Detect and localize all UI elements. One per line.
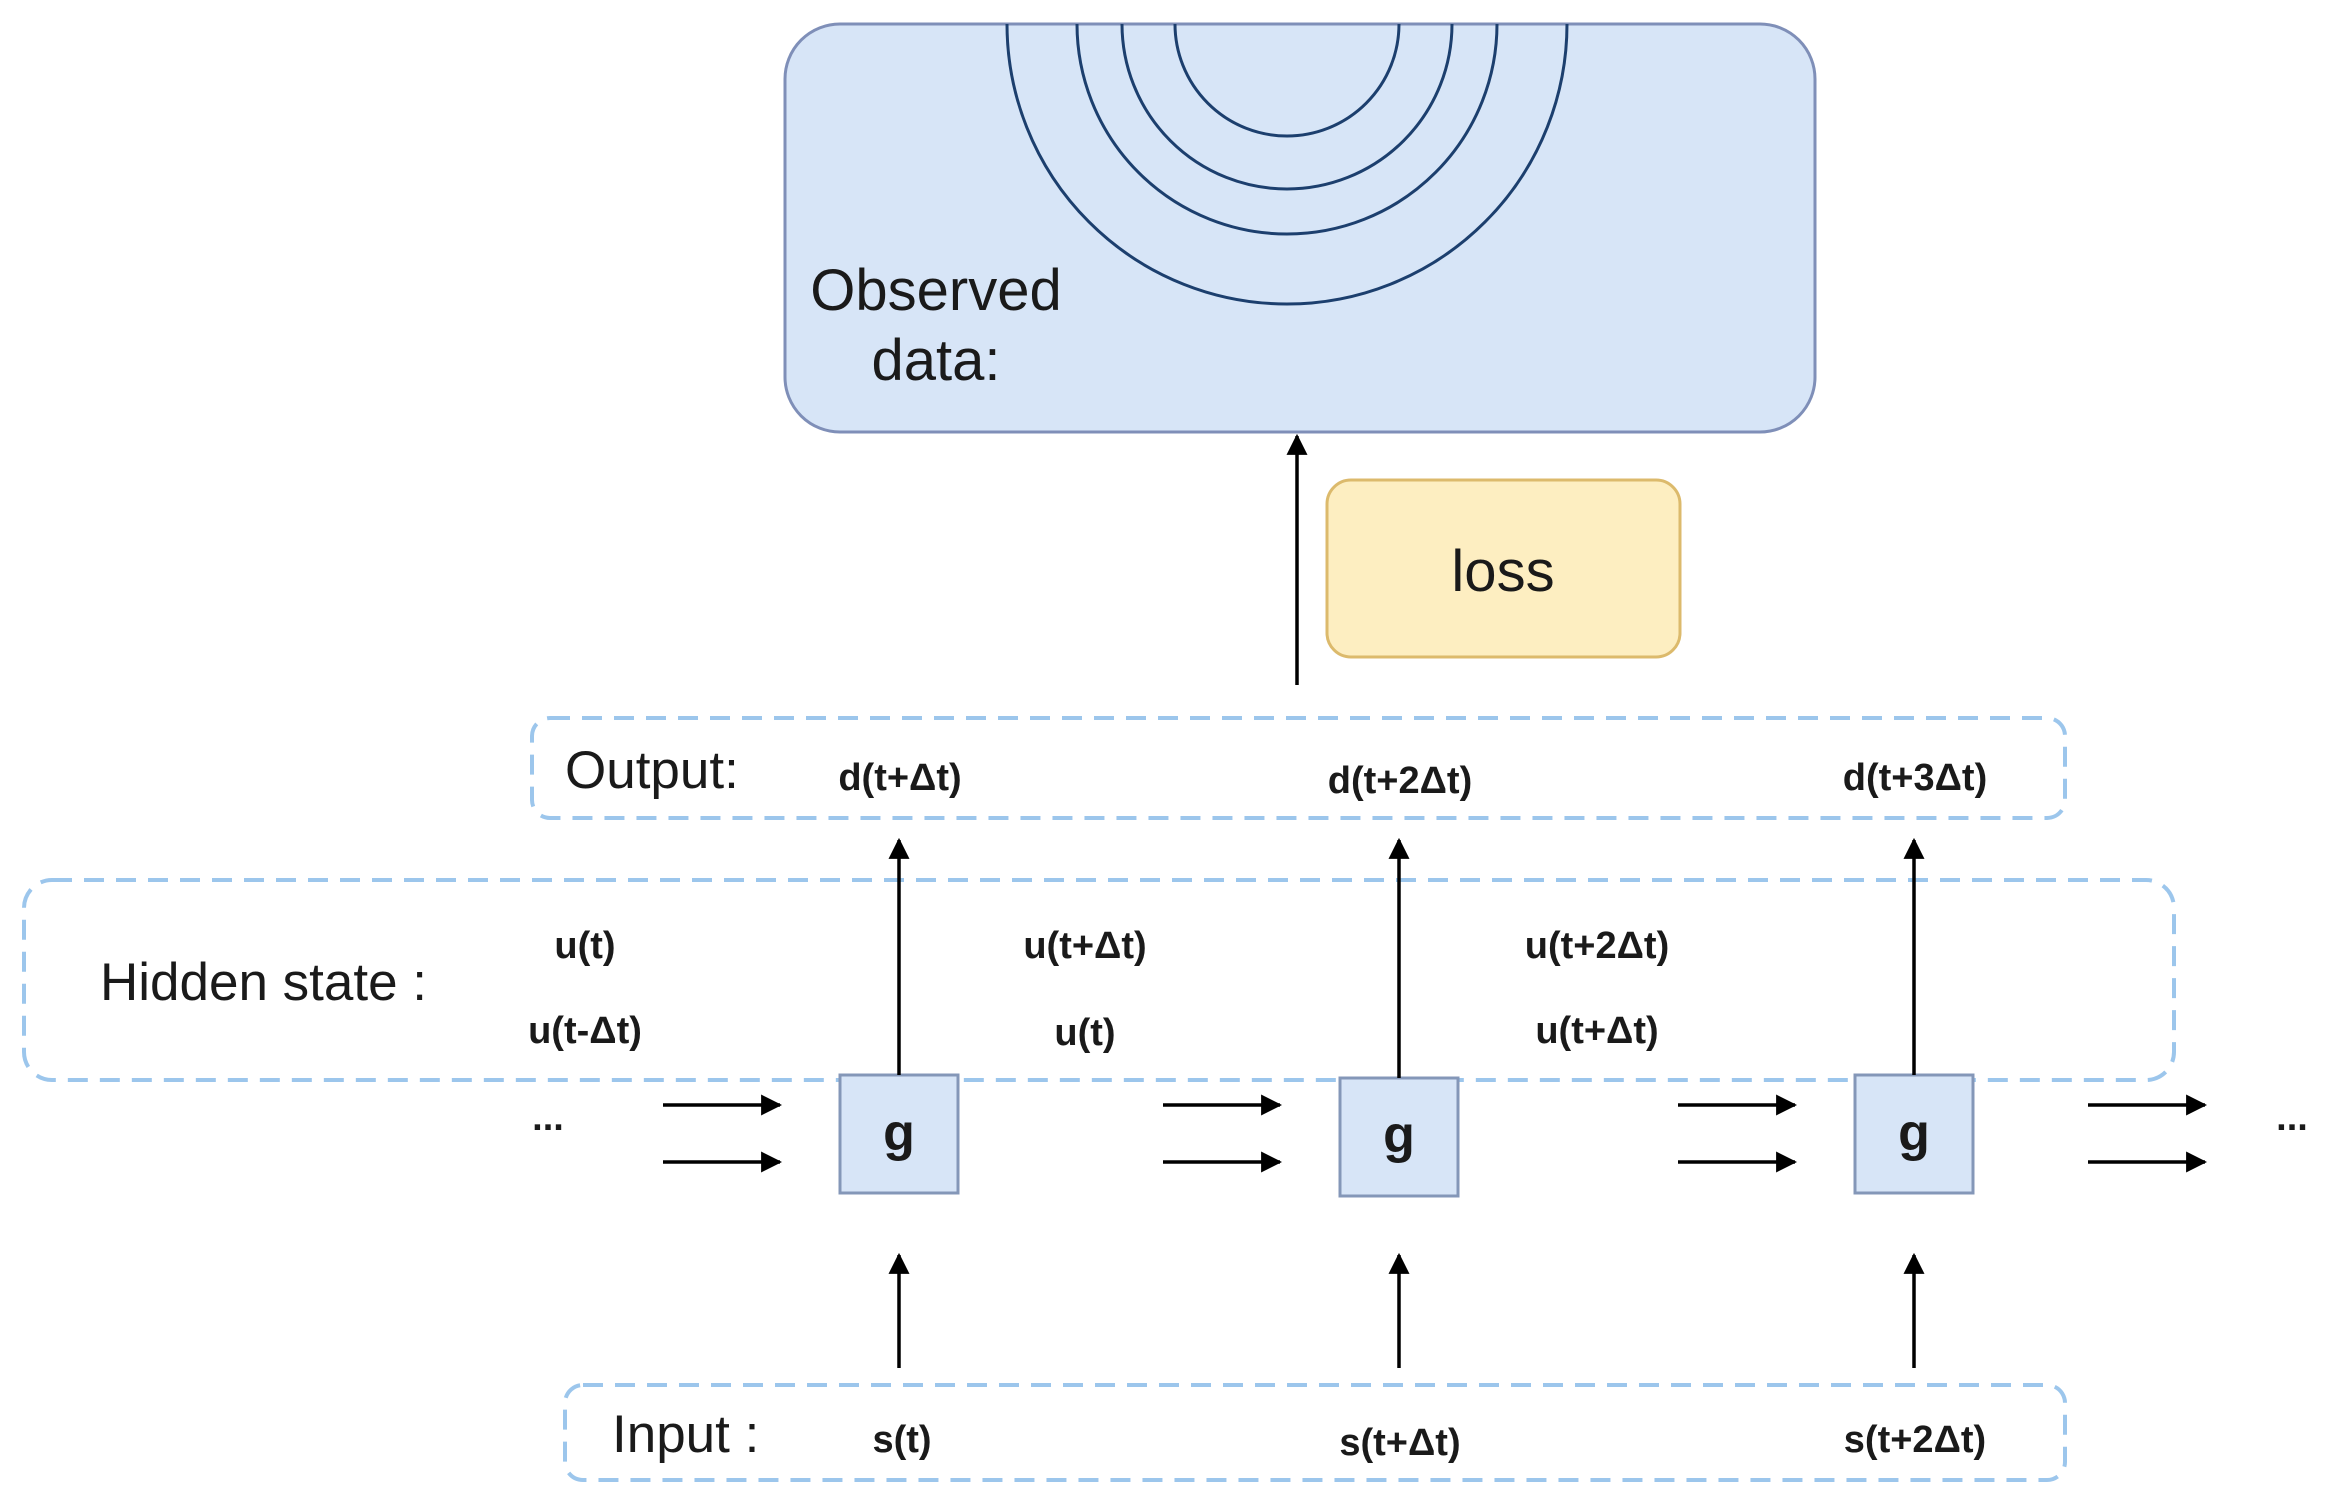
loss-label: loss xyxy=(1451,539,1554,604)
observed-label-line2: data: xyxy=(872,328,1001,393)
hidden-state-label: Hidden state : xyxy=(100,953,427,1012)
output-region xyxy=(530,716,2067,820)
output-item-2: d(t+2Δt) xyxy=(1328,760,1472,802)
hidden-lower-2: u(t) xyxy=(1054,1012,1115,1054)
input-region xyxy=(563,1383,2067,1482)
input-label: Input : xyxy=(612,1405,759,1464)
hidden-upper-1: u(t) xyxy=(554,925,615,967)
observed-data-box: Observed data: xyxy=(783,22,1817,434)
cell-3-label: g xyxy=(1898,1104,1930,1162)
wavefront-icon xyxy=(1005,24,1569,306)
cell-2-label: g xyxy=(1383,1106,1415,1164)
hidden-lower-1: u(t-Δt) xyxy=(528,1010,642,1052)
cell-1-label: g xyxy=(883,1104,915,1162)
input-item-1: s(t) xyxy=(872,1419,931,1461)
hidden-state-region xyxy=(22,878,2176,1082)
hidden-upper-2: u(t+Δt) xyxy=(1023,925,1146,967)
ellipsis-right: ... xyxy=(2276,1097,2308,1139)
output-label: Output: xyxy=(565,741,739,800)
loss-box: loss xyxy=(1325,478,1682,659)
observed-label-line1: Observed xyxy=(810,258,1061,323)
input-item-3: s(t+2Δt) xyxy=(1844,1419,1986,1461)
recurrence-arrows xyxy=(663,1094,2208,1173)
cell-2: g xyxy=(1338,1076,1460,1198)
hidden-upper-3: u(t+2Δt) xyxy=(1525,925,1669,967)
cell-1: g xyxy=(838,1073,960,1195)
output-item-1: d(t+Δt) xyxy=(838,757,961,799)
hidden-lower-3: u(t+Δt) xyxy=(1535,1010,1658,1052)
output-item-3: d(t+3Δt) xyxy=(1843,757,1987,799)
ellipsis-left: ... xyxy=(532,1097,564,1139)
input-item-2: s(t+Δt) xyxy=(1339,1422,1460,1464)
cell-3: g xyxy=(1853,1073,1975,1195)
